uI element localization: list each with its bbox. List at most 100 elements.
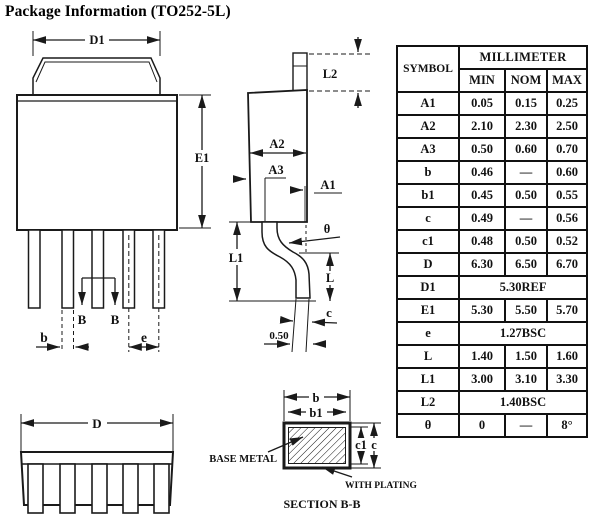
cell-symbol: A2 (396, 114, 460, 139)
cell-max: 6.70 (545, 252, 589, 277)
cell-symbol: L2 (396, 390, 460, 415)
cell-min: 0.48 (458, 229, 506, 254)
cell-nom: 3.10 (504, 367, 548, 392)
b-label: b (40, 330, 48, 345)
cell-min: 0.05 (458, 91, 506, 116)
cell-span-value: 1.40BSC (457, 390, 589, 415)
cell-symbol: D1 (396, 275, 460, 300)
with-plating-callout: WITH PLATING (321, 466, 417, 491)
table-row: D 6.30 6.50 6.70 (396, 252, 589, 277)
table-row: A2 2.10 2.30 2.50 (396, 114, 589, 139)
header-min: MIN (458, 68, 506, 93)
cell-symbol: L (396, 344, 460, 369)
cell-symbol: c1 (396, 229, 460, 254)
table-row: D1 5.30REF (396, 275, 589, 300)
cell-max: 5.70 (545, 298, 589, 323)
cell-min: 1.40 (458, 344, 506, 369)
a1-dimension: A1 (290, 178, 342, 222)
section-c1-label: c1 (355, 438, 367, 452)
cell-min: 3.00 (458, 367, 506, 392)
a2-dimension: A2 (250, 137, 306, 157)
cell-nom: 0.50 (504, 183, 548, 208)
table-row: A1 0.05 0.15 0.25 (396, 91, 589, 116)
front-view: D1 E1 (16, 31, 213, 352)
cell-nom: 6.50 (504, 252, 548, 277)
table-row: L1 3.00 3.10 3.30 (396, 367, 589, 392)
section-b1-label: b1 (309, 406, 322, 420)
base-metal-label: BASE METAL (209, 454, 277, 465)
section-b-left-label: B (78, 312, 87, 327)
c-dimension: c (279, 298, 338, 353)
cell-max: 0.70 (545, 137, 589, 162)
cell-nom: — (504, 160, 548, 185)
cell-min: 0.46 (458, 160, 506, 185)
cell-symbol: b (396, 160, 460, 185)
table-row: E1 5.30 5.50 5.70 (396, 298, 589, 323)
cell-nom: 5.50 (504, 298, 548, 323)
a3-label: A3 (268, 163, 283, 177)
cell-max: 2.50 (545, 114, 589, 139)
section-b-right-label: B (111, 312, 120, 327)
c-label: c (326, 305, 332, 320)
a2-label: A2 (269, 137, 284, 151)
side-view: L2 A2 A3 A1 (226, 37, 372, 353)
l1-dimension: L1 (226, 221, 316, 302)
cell-min: 0.50 (458, 137, 506, 162)
leads-front (27, 229, 166, 309)
tab-edge (292, 52, 308, 92)
dimension-table: SYMBOL MILLIMETER MIN NOM MAX A1 0.05 0.… (396, 45, 589, 438)
section-b-dimension: b (283, 390, 351, 421)
d1-dimension: D1 (32, 31, 161, 56)
base-metal-callout: BASE METAL (209, 436, 304, 465)
bottom-view: D (19, 414, 175, 514)
tip-050-label: 0.50 (269, 330, 289, 342)
cell-min: 6.30 (458, 252, 506, 277)
cell-nom: 0.15 (504, 91, 548, 116)
section-c-dimension: c (351, 422, 381, 469)
l-label: L (326, 271, 334, 285)
package-body (16, 94, 178, 231)
cell-symbol: e (396, 321, 460, 346)
mounting-tab (32, 57, 161, 96)
cell-symbol: D (396, 252, 460, 277)
lead-side-profile (261, 221, 311, 299)
l2-dimension: L2 (309, 37, 372, 108)
header-max: MAX (545, 68, 589, 93)
b-dimension: b (36, 310, 89, 352)
table-header-row: SYMBOL MILLIMETER (396, 45, 589, 93)
section-c1-dimension: c1 (351, 426, 368, 465)
theta-label: θ (324, 222, 331, 236)
section-cut-bb: B B (78, 277, 120, 327)
leads-bottom (27, 463, 170, 514)
cell-symbol: A3 (396, 137, 460, 162)
body-side (247, 89, 308, 223)
cell-max: 3.30 (545, 367, 589, 392)
mounting-tab-inner-line (35, 61, 158, 83)
cell-symbol: θ (396, 413, 460, 438)
table-row: c1 0.48 0.50 0.52 (396, 229, 589, 254)
cell-max: 0.56 (545, 206, 589, 231)
with-plating-label: WITH PLATING (345, 481, 417, 491)
header-unit: MILLIMETER (457, 45, 589, 70)
table-row: b1 0.45 0.50 0.55 (396, 183, 589, 208)
table-row: θ 0 — 8° (396, 413, 589, 438)
section-c-label: c (371, 438, 377, 452)
d-label: D (92, 416, 101, 431)
section-bb-view: b b1 c1 (209, 390, 417, 511)
cell-span-value: 5.30REF (457, 275, 589, 300)
cell-nom: 1.50 (504, 344, 548, 369)
cell-min: 5.30 (458, 298, 506, 323)
table-row: L2 1.40BSC (396, 390, 589, 415)
a1-label: A1 (320, 178, 335, 192)
table-row: c 0.49 — 0.56 (396, 206, 589, 231)
page-title: Package Information (TO252-5L) (5, 3, 231, 20)
a3-dimension: A3 (233, 163, 286, 221)
cell-max: 8° (545, 413, 589, 438)
l1-label: L1 (229, 251, 244, 265)
cell-min: 0.45 (458, 183, 506, 208)
cell-max: 1.60 (545, 344, 589, 369)
theta-dimension: θ (288, 222, 341, 252)
table-row: e 1.27BSC (396, 321, 589, 346)
